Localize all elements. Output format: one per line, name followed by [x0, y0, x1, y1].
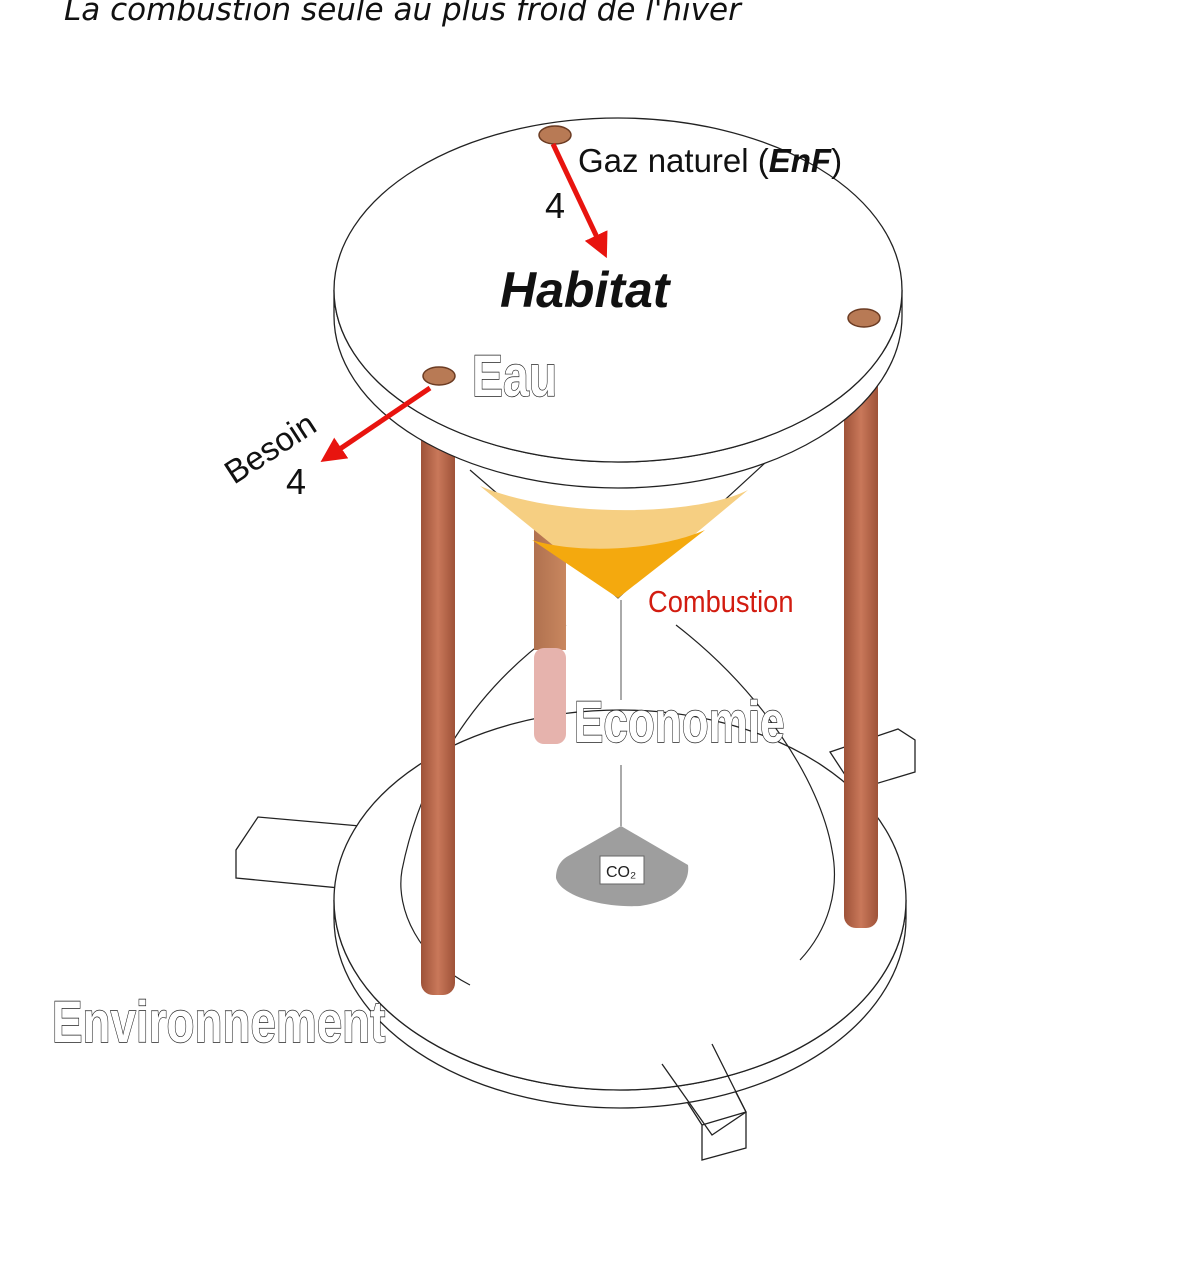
base-arm-front-top [661, 1043, 747, 1136]
co2-label-box [599, 855, 645, 885]
post-front-right [844, 360, 878, 928]
post-front-left [421, 400, 455, 995]
combustion-label: Combustion [648, 585, 794, 619]
peg-right [847, 308, 881, 328]
base-platform [235, 709, 916, 1161]
besoin-label: Besoin [218, 405, 323, 491]
gas-label: Gaz naturel (EnF) [578, 142, 842, 179]
arrow-besoin [320, 385, 432, 463]
peg-left [422, 366, 456, 386]
top-surface [333, 117, 903, 463]
post-back-faded [534, 648, 566, 744]
arrow-gas [550, 142, 608, 259]
peg-top [538, 125, 572, 145]
environnement-label: Environnement [52, 991, 385, 1055]
diagram-title: La combustion seule au plus froid de l'h… [64, 0, 741, 28]
top-platform [333, 117, 903, 489]
co2-label: CO₂ [606, 864, 636, 881]
eau-label: Eau [472, 344, 557, 409]
sand-cone [532, 530, 705, 598]
economie-label: Economie [574, 689, 785, 754]
gas-value: 4 [545, 185, 565, 226]
besoin-value: 4 [286, 461, 306, 502]
habitat-label: Habitat [500, 262, 672, 318]
sand-surface [480, 486, 748, 598]
